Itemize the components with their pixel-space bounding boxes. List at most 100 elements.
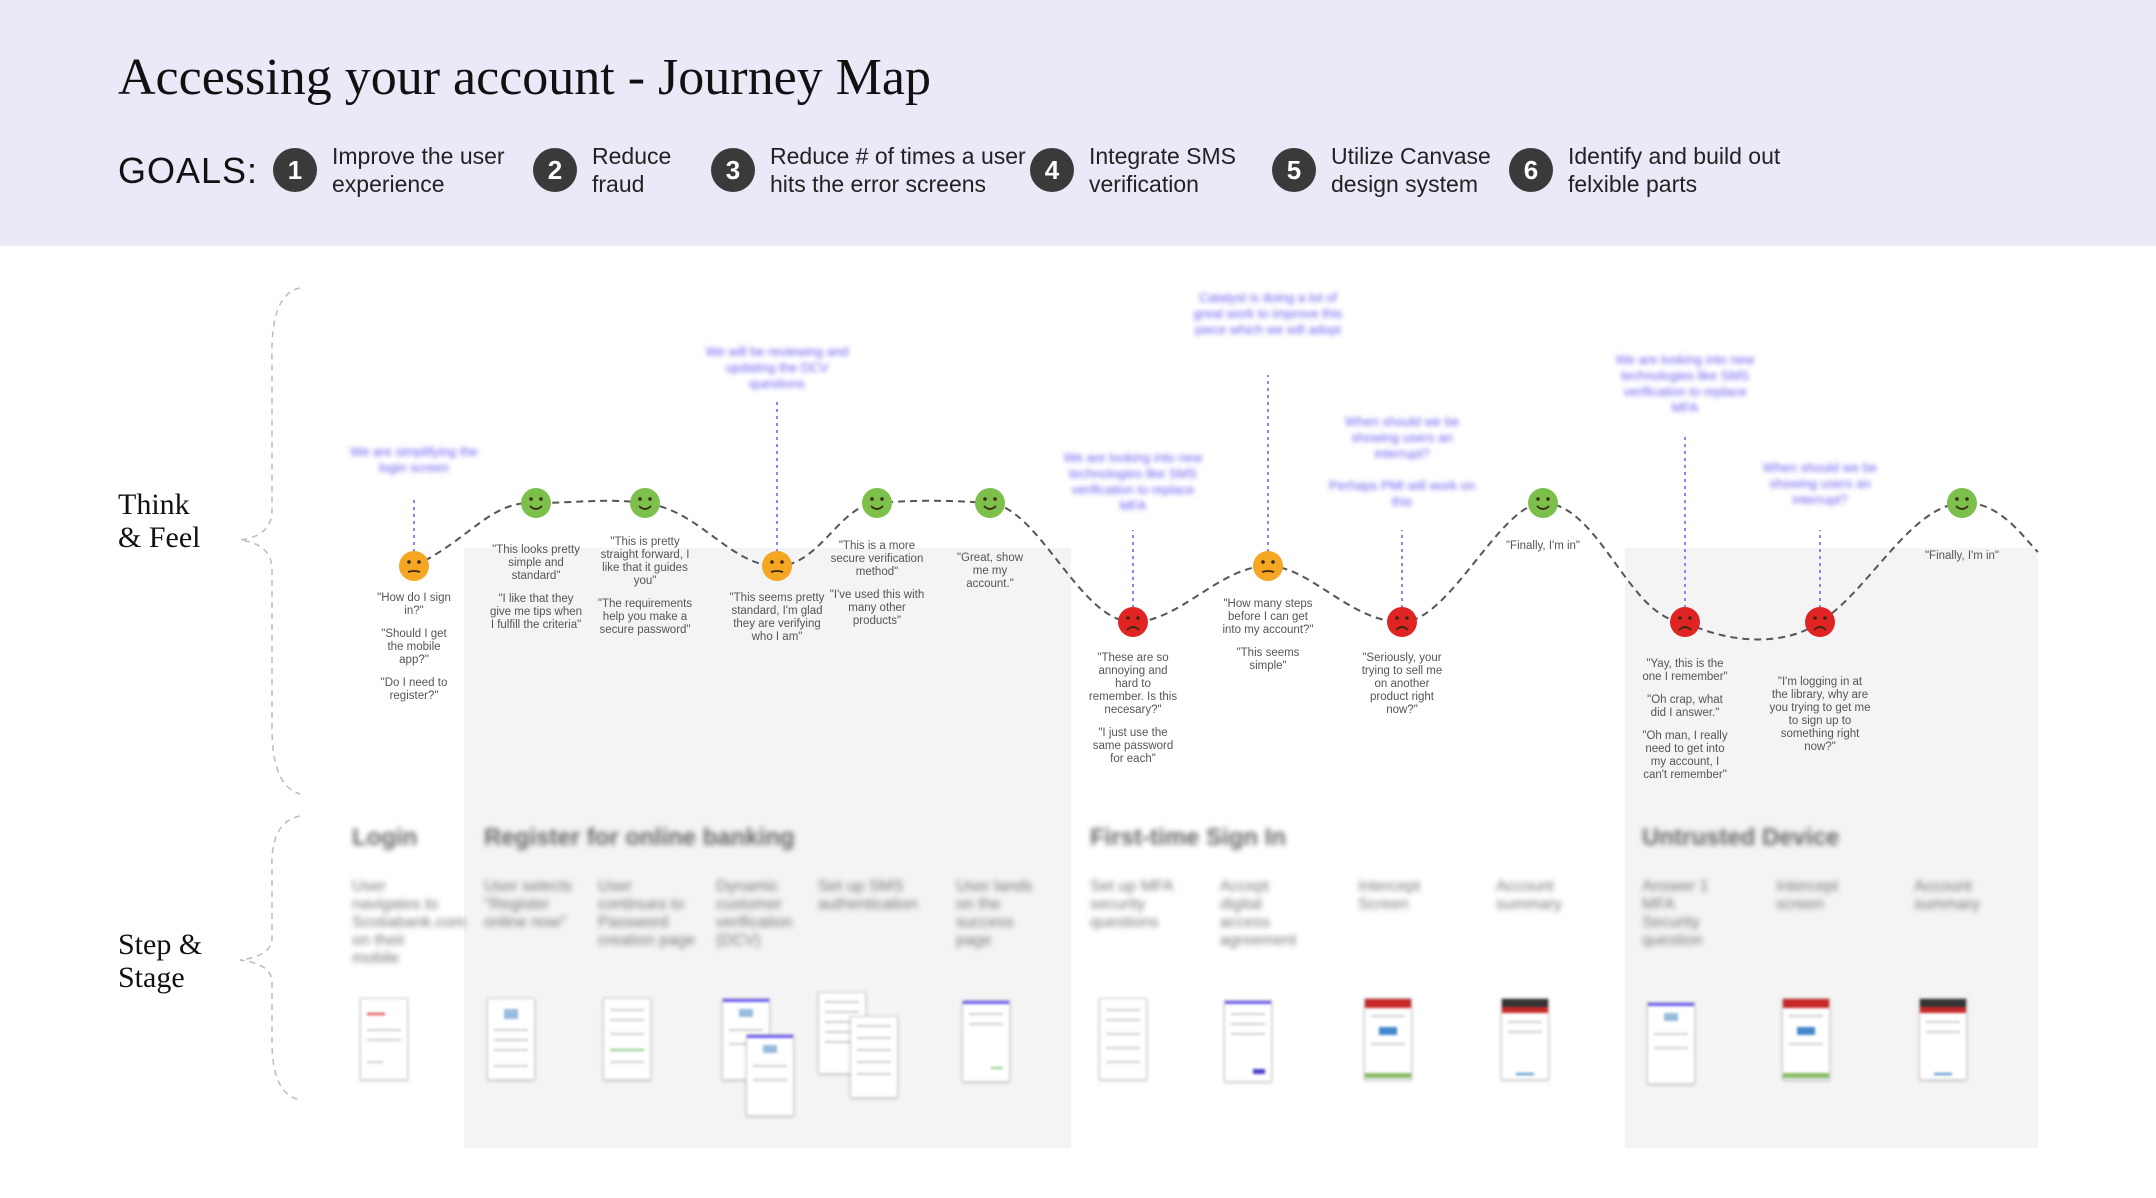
user-quote: "I like that they give me tips when I fu… [489, 593, 583, 631]
screen-thumbnail [487, 998, 535, 1080]
step-description: Set up SMS authentication [818, 878, 918, 913]
screen-thumbnail [962, 1000, 1010, 1082]
screen-thumbnail [1919, 998, 1967, 1080]
user-quote-group: "This looks pretty simple and standard" "… [488, 544, 584, 642]
screen-thumbnail [850, 1016, 898, 1098]
goal-number-badge: 3 [711, 148, 755, 192]
emotion-happy-icon [1947, 488, 1977, 518]
user-quote-group: "How do I sign in?" "Should I get the mob… [372, 592, 456, 713]
goal-4: 4 Integrate SMS verification [1030, 142, 1236, 198]
research-note: We are simplifying the login screen [350, 444, 478, 475]
screen-thumbnail [1099, 998, 1147, 1080]
user-quote-group: "This is a more secure verification meth… [827, 540, 927, 638]
screen-thumbnail [1224, 1000, 1272, 1082]
emotion-happy-icon [975, 488, 1005, 518]
user-quote-group: "This is pretty straight forward, I like… [597, 536, 693, 647]
emotion-sad-icon [1805, 607, 1835, 637]
emotion-happy-icon [630, 488, 660, 518]
user-quote-group: "These are so annoying and hard to remem… [1087, 652, 1179, 776]
goal-text: Reduce fraud [592, 143, 672, 197]
user-quote: "Finally, I'm in" [1924, 550, 2000, 562]
research-note: When should we be showing users an inter… [1762, 460, 1878, 507]
stage-label-login: Login [352, 824, 418, 851]
user-quote: "Seriously, your trying to sell me on an… [1361, 652, 1443, 716]
goal-number-badge: 6 [1509, 148, 1553, 192]
screen-thumbnail [1782, 998, 1830, 1080]
header-banner: Accessing your account - Journey Map GOA… [0, 0, 2156, 246]
emotion-points [399, 488, 1977, 637]
step-description: User lands on the success page [956, 878, 1033, 949]
user-quote: "Great, show me my account." [956, 552, 1024, 590]
user-quote: "Finally, I'm in" [1505, 540, 1581, 552]
user-quote: "I just use the same password for each" [1092, 727, 1174, 765]
goal-text: Integrate SMS verification [1089, 143, 1237, 197]
step-description: Answer 1 MFA Security question [1642, 878, 1709, 949]
think-feel-brace [239, 287, 301, 795]
user-quote: "Should I get the mobile app?" [381, 628, 447, 666]
user-quote: "This is a more secure verification meth… [830, 540, 924, 578]
emotion-sad-icon [1118, 607, 1148, 637]
step-description: Accept digital access agreement [1220, 878, 1297, 949]
goal-text: Improve the user experience [332, 143, 505, 197]
user-quote: "Oh crap, what did I answer." [1647, 694, 1723, 719]
user-quote: "This looks pretty simple and standard" [492, 544, 580, 582]
research-note: We are looking into new technologies lik… [1063, 450, 1203, 513]
step-description: Intercept screen [1776, 878, 1839, 913]
research-note: We are looking into new technologies lik… [1615, 352, 1755, 415]
goal-text: Identify and build out felxible parts [1568, 143, 1781, 197]
user-quote: "This seems simple" [1236, 647, 1300, 672]
user-quote: "How do I sign in?" [377, 592, 451, 617]
goals-label: GOALS: [118, 150, 259, 191]
step-description: User continues to Password creation page [598, 878, 695, 949]
step-stage-brace [239, 815, 301, 1101]
user-quote: "This is pretty straight forward, I like… [600, 536, 690, 587]
goal-number-badge: 1 [273, 148, 317, 192]
user-quote-group: "Yay, this is the one I remember""Oh cra… [1639, 658, 1731, 792]
user-quote-group: "Great, show me my account." [954, 552, 1026, 601]
goal-6: 6 Identify and build out felxible parts [1509, 142, 1780, 198]
goal-number-badge: 4 [1030, 148, 1074, 192]
step-description: Intercept Screen [1358, 878, 1421, 913]
user-quote-group: "Finally, I'm in" [1907, 550, 2017, 573]
page-title: Accessing your account - Journey Map [118, 49, 931, 106]
screen-thumbnail [360, 998, 408, 1080]
user-quote: "How many steps before I can get into my… [1222, 598, 1314, 636]
user-quote-group: "Seriously, your trying to sell me on an… [1356, 652, 1448, 727]
research-note: Catalyst is doing a lot of great work to… [1193, 290, 1343, 337]
step-description: Dynamic customer verification (DCV) [716, 878, 793, 949]
screen-thumbnail [603, 998, 651, 1080]
row-label-think-feel: Think & Feel [118, 488, 201, 554]
screen-thumbnail [1501, 998, 1549, 1080]
emotion-neutral-icon [762, 551, 792, 581]
research-note: When should we be showing users an inter… [1329, 414, 1475, 509]
step-description: Set up MFA security questions [1090, 878, 1173, 931]
user-quote-group: "I'm logging in at the library, why are … [1769, 676, 1871, 764]
emotion-happy-icon [1528, 488, 1558, 518]
step-description: Account summary [1496, 878, 1562, 913]
emotion-neutral-icon [1253, 551, 1283, 581]
stage-label-register: Register for online banking [484, 824, 795, 851]
screen-thumbnail [1647, 1002, 1695, 1084]
screen-thumbnail [746, 1034, 794, 1116]
emotion-curve [413, 499, 2039, 641]
user-quote-group: "Finally, I'm in" [1488, 540, 1598, 563]
step-description: User navigates to Scotiabank.com on thei… [352, 878, 466, 967]
user-quote: "This seems pretty standard, I'm glad th… [729, 592, 825, 643]
row-label-step-stage: Step & Stage [118, 928, 203, 994]
step-description: Account summary [1914, 878, 1980, 913]
user-quote: "Oh man, I really need to get into my ac… [1642, 730, 1728, 781]
emotion-neutral-icon [399, 551, 429, 581]
emotion-sad-icon [1670, 607, 1700, 637]
user-quote-group: "How many steps before I can get into my… [1219, 598, 1317, 683]
goal-text: Reduce # of times a user hits the error … [770, 143, 1026, 197]
step-description: User selects "Register online now" [484, 878, 573, 931]
emotion-sad-icon [1387, 607, 1417, 637]
user-quote: "I'm logging in at the library, why are … [1769, 676, 1871, 753]
stage-label-first-time-sign-in: First-time Sign In [1090, 824, 1287, 851]
user-quote: "Do I need to register?" [380, 677, 448, 702]
goal-number-badge: 5 [1272, 148, 1316, 192]
user-quote: "I've used this with many other products… [829, 589, 925, 627]
